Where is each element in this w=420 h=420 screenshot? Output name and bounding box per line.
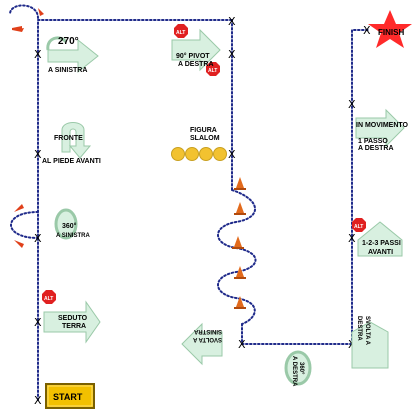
x-marker: X	[363, 24, 371, 37]
finish-star: FINISH	[368, 10, 412, 48]
x-marker: X	[34, 48, 42, 61]
x-marker: X	[34, 394, 42, 407]
curved-arrow-icon	[14, 240, 24, 248]
stop-sign-icon: ALT	[174, 24, 188, 38]
traffic-cone-icon	[234, 266, 246, 279]
sign-front: FRONTE AL PIEDE AVANTI	[42, 122, 101, 165]
sign-subtitle: A SINISTRA	[56, 233, 90, 239]
slalom-post	[199, 147, 213, 161]
sign-title: FRONTE	[54, 135, 83, 142]
sign-subtitle: A DESTRA	[358, 145, 394, 152]
slalom-post	[185, 147, 199, 161]
sign-title: 270°	[58, 36, 79, 47]
sign-270-left: 270° A SINISTRA	[46, 36, 99, 74]
arrow-right-icon	[43, 300, 101, 344]
sign-360-right: 360° A DESTRA	[284, 350, 312, 387]
stop-sign-icon: ALT	[42, 290, 56, 304]
sign-stop-sit: ALT SEDUTO TERRA	[42, 290, 101, 344]
sign-subtitle: DESTRA	[356, 316, 362, 341]
x-marker: X	[348, 232, 356, 245]
u-turn-arrow-icon	[61, 122, 92, 159]
sign-moving-one-step-right: IN MOVIMENTO 1 PASSO A DESTRA	[355, 108, 409, 152]
rotation-icon	[284, 350, 312, 386]
arrow-right-icon	[171, 28, 221, 72]
finish-label: FINISH	[378, 28, 404, 37]
x-marker: X	[34, 316, 42, 329]
x-marker: X	[238, 338, 246, 351]
svg-text:ALT: ALT	[44, 296, 53, 302]
curved-arrow-icon	[38, 8, 44, 16]
sign-90-pivot-right: ALT ALT 90° PIVOT A DESTRA	[171, 24, 221, 76]
sign-subtitle: 1 PASSO	[358, 138, 388, 145]
slalom-cones	[232, 177, 246, 309]
traffic-cone-icon	[234, 296, 246, 309]
sign-title: 360°	[62, 222, 77, 230]
x-marker: X	[228, 15, 236, 28]
sign-subtitle: TERRA	[62, 323, 86, 330]
sign-title: 1-2-3 PASSI	[362, 240, 401, 247]
slalom-post	[171, 147, 185, 161]
sign-left-turn: SVOLTA A SINISTRA	[181, 322, 223, 366]
svg-text:ALT: ALT	[176, 30, 185, 36]
sign-title: FIGURA	[190, 127, 217, 134]
x-marker: X	[34, 232, 42, 245]
start-sign: START	[45, 383, 95, 409]
sign-title: 360°	[298, 362, 304, 375]
sign-figure-slalom: FIGURA SLALOM	[171, 127, 227, 161]
start-label: START	[53, 392, 83, 402]
arrow-left-icon	[181, 322, 223, 366]
loop-arrows	[12, 8, 44, 248]
sign-title: SVOLTA A	[364, 316, 370, 346]
sign-title: IN MOVIMENTO	[356, 122, 409, 129]
sign-title: SEDUTO	[58, 315, 88, 322]
arrow-up-icon	[357, 221, 403, 257]
sign-subtitle: SLALOM	[190, 135, 220, 142]
curved-arrow-icon	[14, 204, 24, 212]
svg-text:ALT: ALT	[208, 68, 217, 74]
sign-subtitle: A DESTRA	[178, 61, 214, 68]
x-marker: X	[348, 98, 356, 111]
sign-title: SVOLTA A	[192, 336, 222, 342]
stop-sign-icon: ALT	[352, 218, 366, 232]
x-marker: X	[228, 48, 236, 61]
svg-text:ALT: ALT	[354, 224, 363, 230]
sign-subtitle: SINISTRA	[193, 328, 222, 334]
sign-360-left: 360° A SINISTRA	[54, 208, 90, 240]
sign-title: 90° PIVOT	[176, 52, 210, 60]
slalom-post	[213, 147, 227, 161]
rotation-icon	[54, 208, 78, 240]
curved-arrow-icon	[12, 26, 24, 32]
arrow-up-icon	[351, 321, 389, 369]
sign-subtitle: AL PIEDE AVANTI	[42, 158, 101, 165]
traffic-cone-icon	[232, 236, 244, 249]
stop-sign-icon: ALT	[206, 62, 220, 76]
sign-subtitle: A DESTRA	[291, 356, 297, 387]
sign-1-2-3-steps-forward: ALT 1-2-3 PASSI AVANTI	[352, 218, 403, 257]
x-marker: X	[34, 148, 42, 161]
traffic-cone-icon	[234, 177, 246, 190]
sign-right-turn: SVOLTA A DESTRA	[351, 316, 389, 369]
sign-subtitle: A SINISTRA	[48, 67, 87, 74]
sign-subtitle: AVANTI	[368, 249, 393, 256]
arrow-right-icon	[355, 108, 405, 148]
x-marker: X	[228, 148, 236, 161]
traffic-cone-icon	[234, 202, 246, 215]
arrow-right-icon	[47, 38, 99, 74]
finish-star-icon	[368, 10, 412, 48]
